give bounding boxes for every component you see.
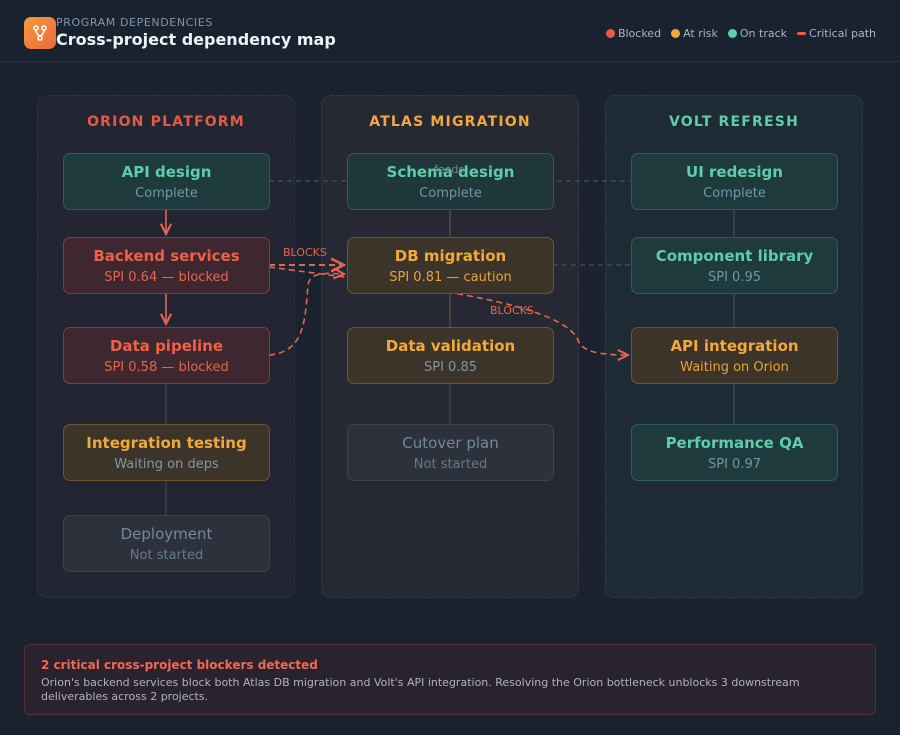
node-title: DB migration: [394, 247, 507, 265]
node-cutover-plan[interactable]: Cutover plan Not started: [347, 424, 554, 481]
node-title: UI redesign: [686, 163, 783, 181]
node-api-design[interactable]: API design Complete: [63, 153, 270, 210]
node-title: Integration testing: [86, 434, 247, 452]
node-status: Waiting on deps: [114, 457, 219, 472]
node-status: SPI 0.64 — blocked: [104, 270, 229, 285]
column-title: VOLT REFRESH: [669, 114, 799, 130]
legend-label: Critical path: [809, 27, 876, 40]
blocker-alert: 2 critical cross-project blockers detect…: [24, 644, 876, 715]
column-title: ORION PLATFORM: [87, 114, 245, 130]
node-title: Performance QA: [665, 434, 804, 452]
column-title: ATLAS MIGRATION: [369, 114, 531, 130]
node-ui-redesign[interactable]: UI redesign Complete: [631, 153, 838, 210]
alert-body: Orion's backend services block both Atla…: [41, 676, 800, 703]
node-data-validation[interactable]: Data validation SPI 0.85: [347, 327, 554, 384]
header: PROGRAM DEPENDENCIES Cross-project depen…: [0, 0, 900, 62]
legend-label: Blocked: [617, 27, 662, 40]
legend-label: On track: [739, 27, 788, 40]
header-eyebrow: PROGRAM DEPENDENCIES: [56, 16, 213, 29]
node-title: Data validation: [385, 337, 516, 355]
node-status: Complete: [135, 186, 198, 201]
node-title: API design: [121, 163, 212, 181]
legend-swatch-blocked: [605, 29, 615, 38]
legend-swatch-at-risk: [671, 29, 681, 38]
node-status: Waiting on Orion: [680, 360, 789, 375]
node-status: SPI 0.95: [707, 270, 761, 285]
legend: Blocked At risk On track Critical path: [605, 27, 876, 40]
node-deployment[interactable]: Deployment Not started: [63, 515, 270, 572]
legend-item-at-risk: At risk: [671, 27, 718, 40]
node-title: API integration: [670, 337, 799, 355]
node-title: Deployment: [120, 525, 213, 543]
node-status: SPI 0.97: [707, 457, 761, 472]
alert-title: 2 critical cross-project blockers detect…: [41, 658, 318, 672]
node-backend-services[interactable]: Backend services SPI 0.64 — blocked: [63, 237, 270, 294]
node-title: Schema design: [386, 163, 515, 181]
legend-swatch-critical-path: [797, 32, 807, 35]
legend-item-critical-path: Critical path: [797, 27, 876, 40]
node-performance-qa[interactable]: Performance QA SPI 0.97: [631, 424, 838, 481]
legend-item-on-track: On track: [727, 27, 788, 40]
node-schema-design[interactable]: Schema design Complete: [347, 153, 554, 210]
node-status: SPI 0.58 — blocked: [104, 360, 229, 375]
node-data-pipeline[interactable]: Data pipeline SPI 0.58 — blocked: [63, 327, 270, 384]
node-status: SPI 0.85: [423, 360, 477, 375]
node-title: Data pipeline: [109, 337, 223, 355]
branch-icon: [24, 17, 56, 49]
legend-swatch-on-track: [727, 29, 737, 38]
node-status: Complete: [419, 186, 482, 201]
legend-item-blocked: Blocked: [605, 27, 662, 40]
node-status: Not started: [129, 548, 204, 563]
node-component-library[interactable]: Component library SPI 0.95: [631, 237, 838, 294]
node-integration-testing[interactable]: Integration testing Waiting on deps: [63, 424, 270, 481]
legend-label: At risk: [683, 27, 718, 40]
node-db-migration[interactable]: DB migration SPI 0.81 — caution: [347, 237, 554, 294]
node-status: Complete: [703, 186, 766, 201]
node-title: Cutover plan: [402, 434, 499, 452]
page-title: Cross-project dependency map: [56, 30, 336, 49]
node-api-integration[interactable]: API integration Waiting on Orion: [631, 327, 838, 384]
node-title: Component library: [655, 247, 814, 265]
node-status: Not started: [413, 457, 488, 472]
node-title: Backend services: [93, 247, 240, 265]
node-status: SPI 0.81 — caution: [389, 270, 512, 285]
